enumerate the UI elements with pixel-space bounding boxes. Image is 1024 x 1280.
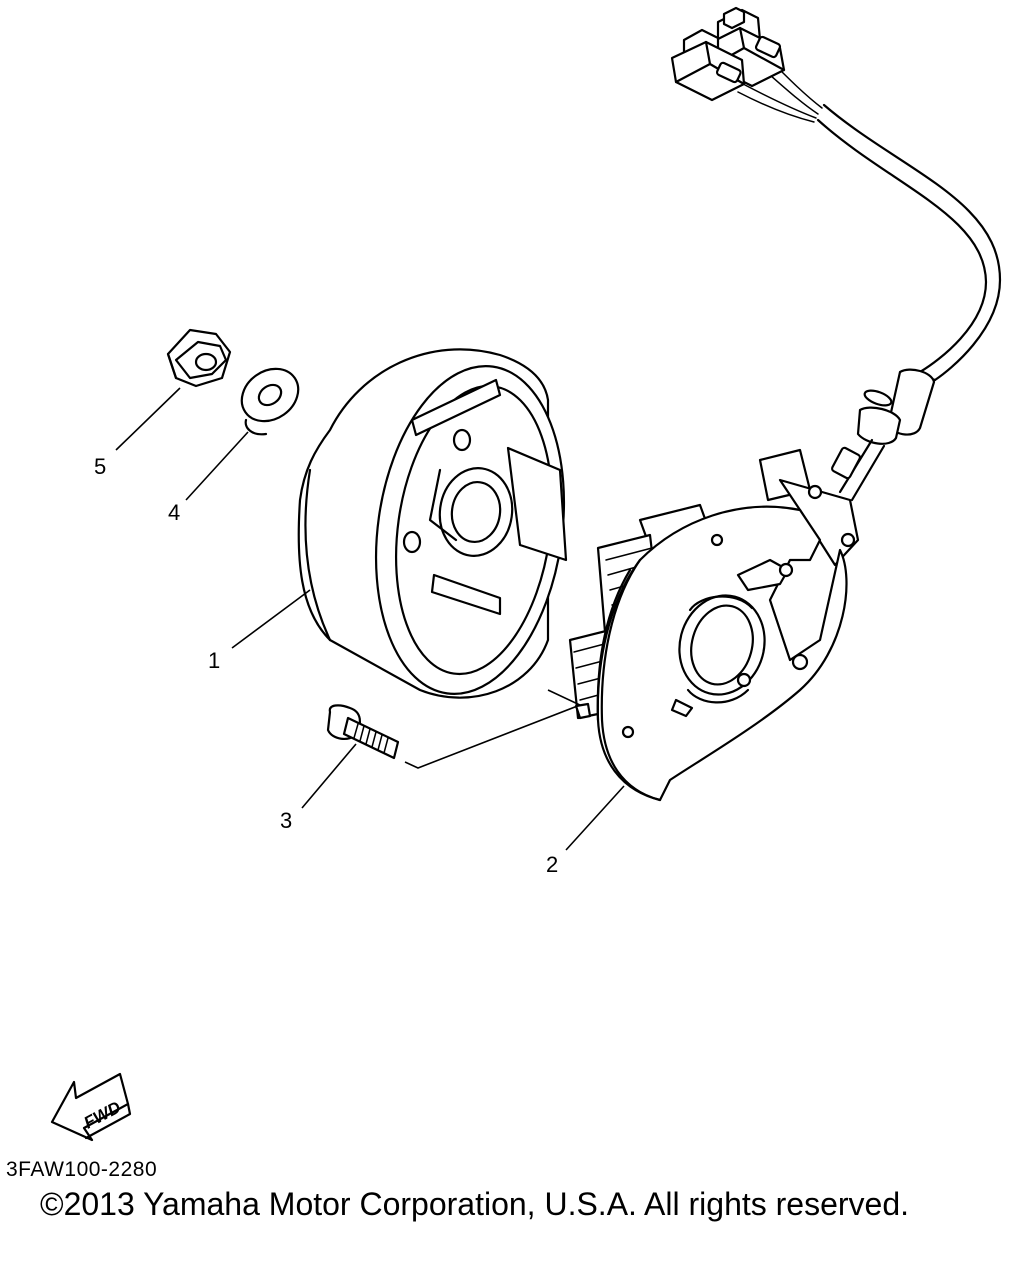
stator-assembly bbox=[568, 448, 860, 802]
callout-3: 3 bbox=[280, 808, 292, 833]
callout-4: 4 bbox=[168, 500, 180, 525]
copyright-notice: ©2013 Yamaha Motor Corporation, U.S.A. A… bbox=[40, 1186, 910, 1222]
leader-line-5 bbox=[115, 387, 181, 451]
cable-grommet bbox=[831, 368, 936, 502]
callout-2: 2 bbox=[546, 852, 558, 877]
wire-harness bbox=[737, 59, 1002, 382]
leader-line-4 bbox=[185, 431, 249, 501]
fwd-arrow-icon: FWD bbox=[50, 1072, 132, 1142]
drawing-code: 3FAW100-2280 bbox=[6, 1158, 158, 1181]
leader-line-3 bbox=[301, 743, 357, 809]
connector-lower bbox=[670, 28, 746, 102]
callout-1: 1 bbox=[208, 648, 220, 673]
washer bbox=[240, 367, 300, 436]
callout-5: 5 bbox=[94, 454, 106, 479]
leader-line-1 bbox=[231, 589, 311, 649]
leader-line-2 bbox=[565, 785, 625, 851]
screw bbox=[326, 704, 400, 760]
nut bbox=[166, 328, 232, 388]
screw-alignment-line bbox=[404, 689, 583, 769]
flywheel-rotor bbox=[297, 348, 568, 699]
